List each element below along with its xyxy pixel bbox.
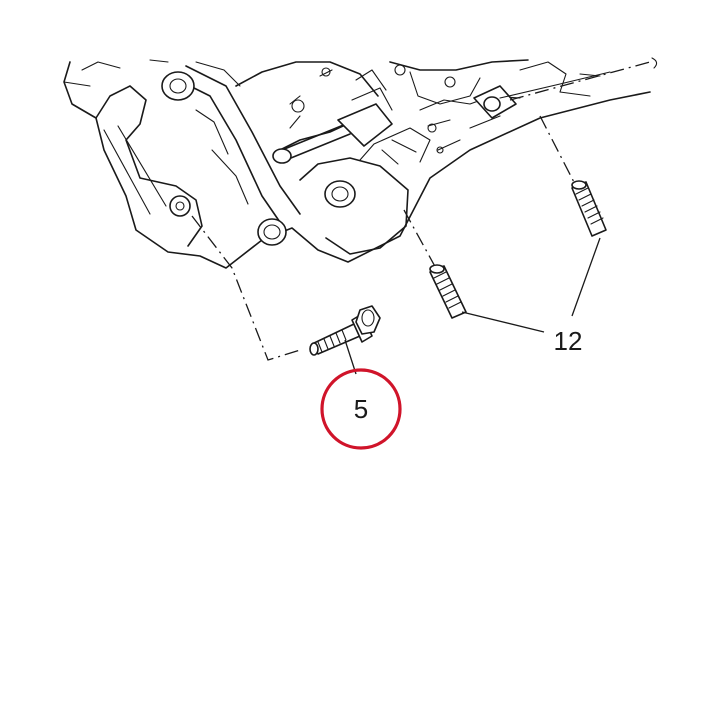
leader-lines <box>344 237 601 375</box>
stud-part-12-left <box>429 264 467 319</box>
engine-casing <box>63 57 658 269</box>
highlight-circle <box>320 368 402 450</box>
stud-12-right-centerline <box>539 115 579 191</box>
callout-label-5: 5 <box>354 394 368 424</box>
stud-part-12-right <box>571 180 607 237</box>
assembly-centerlines <box>191 61 651 361</box>
bolt-5-centerline <box>191 215 301 361</box>
bolt-part-5 <box>309 305 381 356</box>
leader-part-5 <box>344 339 357 375</box>
leader-part-12-left <box>461 311 545 333</box>
stud-12-left-centerline <box>403 209 439 273</box>
upper-right-centerline <box>509 61 651 101</box>
callout-label-12: 12 <box>554 326 583 356</box>
leader-part-12-right <box>571 237 601 317</box>
